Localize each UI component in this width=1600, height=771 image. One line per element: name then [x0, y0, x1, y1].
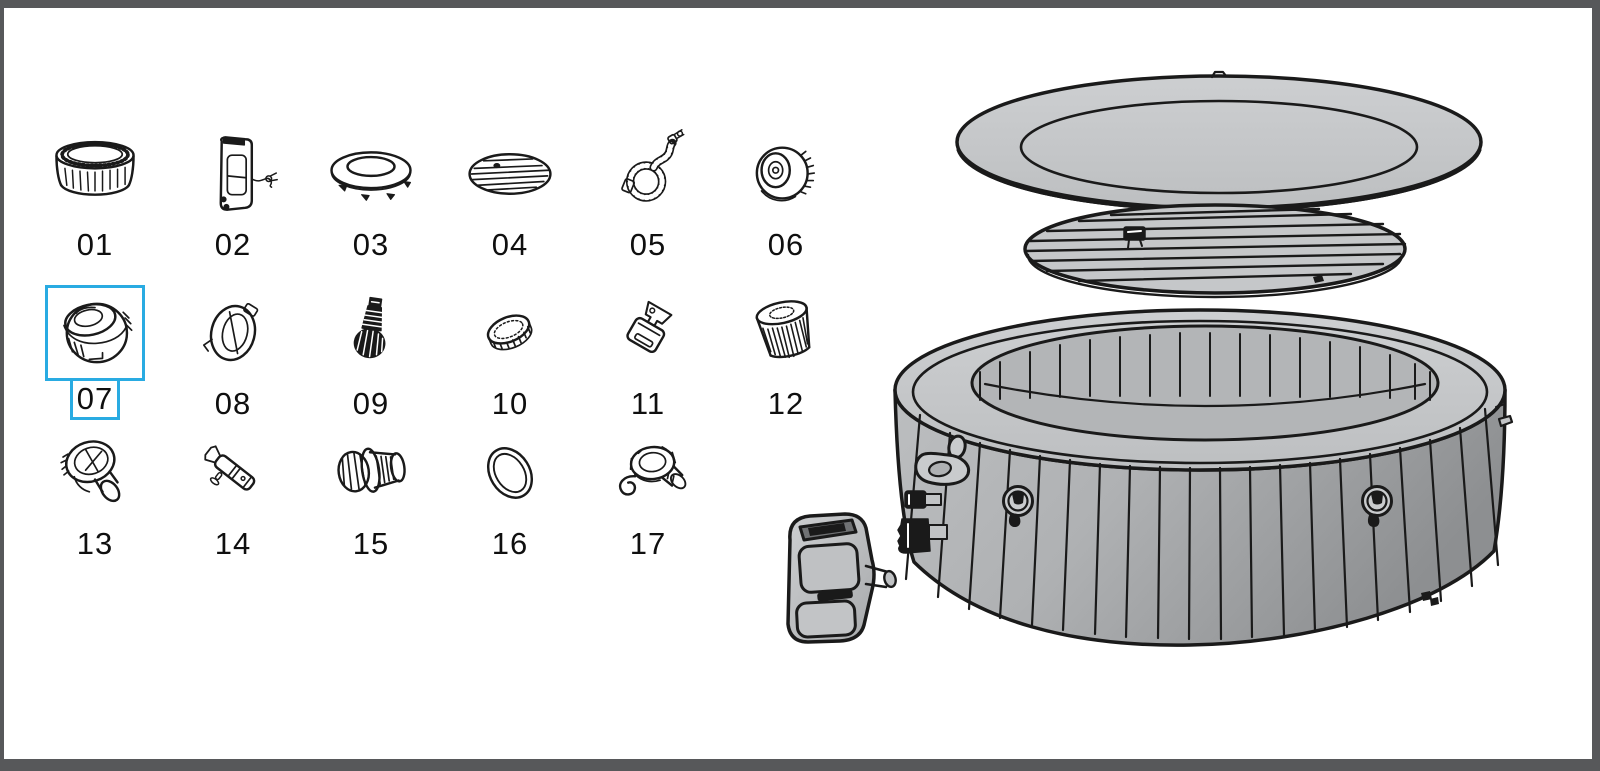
air-valve-knob-left	[1002, 485, 1034, 527]
part-item-15[interactable]: 15	[302, 425, 440, 562]
part-item-13[interactable]: 13	[26, 425, 164, 562]
side-tab	[1497, 414, 1514, 428]
part-08-thumbnail[interactable]	[183, 285, 283, 381]
spa-tub-body	[893, 308, 1514, 647]
buckle-clip-icon	[626, 300, 673, 354]
part-number-label: 17	[629, 526, 667, 561]
wrench-tool-icon	[204, 445, 256, 491]
part-11-thumbnail[interactable]	[598, 285, 698, 381]
drain-fitting	[1421, 591, 1439, 606]
spa-cover-lid	[955, 70, 1483, 212]
threaded-valve-icon	[353, 296, 386, 359]
liner-ring-icon	[55, 140, 135, 196]
part-item-11[interactable]: 11	[579, 285, 717, 422]
part-04-thumbnail[interactable]	[460, 126, 560, 222]
part-item-01[interactable]: 01	[26, 126, 164, 263]
part-item-04[interactable]: 04	[441, 126, 579, 263]
part-number-label: 06	[767, 227, 805, 262]
part-item-02[interactable]: 02	[164, 126, 302, 263]
spa-exploded-view-illustration	[786, 70, 1514, 647]
part-16-thumbnail[interactable]	[460, 425, 560, 521]
part-number-label: 10	[491, 386, 529, 421]
part-01-thumbnail[interactable]	[45, 126, 145, 222]
part-number-label: 02	[214, 227, 252, 262]
hose-connector-upper	[904, 490, 942, 509]
part-item-05[interactable]: 05	[579, 126, 717, 263]
threaded-coupler-icon	[337, 447, 406, 493]
part-12-thumbnail[interactable]	[736, 285, 836, 381]
part-09-thumbnail[interactable]	[321, 285, 421, 381]
inflatable-bladder-mat	[1023, 203, 1407, 299]
part-14-thumbnail[interactable]	[183, 425, 283, 521]
hose-connector-lower	[897, 518, 948, 554]
part-number-label: 11	[630, 386, 666, 421]
part-number-label: 12	[767, 386, 805, 421]
part-number-label: 05	[629, 227, 667, 262]
part-number-label: 16	[491, 526, 529, 561]
part-number-label: 01	[76, 227, 114, 262]
part-03-thumbnail[interactable]	[321, 126, 421, 222]
filter-cartridge-icon	[755, 300, 811, 359]
part-02-thumbnail[interactable]	[183, 126, 283, 222]
diagram-canvas: 01 02 03	[4, 8, 1592, 759]
part-item-03[interactable]: 03	[302, 126, 440, 263]
part-item-17[interactable]: 17	[579, 425, 717, 562]
o-ring-icon	[486, 447, 534, 499]
part-05-thumbnail[interactable]	[598, 126, 698, 222]
part-number-label: 08	[214, 386, 252, 421]
inflatable-lid-ring-icon	[330, 151, 412, 201]
part-item-07[interactable]: 07	[26, 285, 164, 420]
part-number-label: 03	[352, 227, 390, 262]
coiled-hose-icon	[621, 129, 685, 202]
part-17-thumbnail[interactable]	[598, 425, 698, 521]
part-13-thumbnail[interactable]	[45, 425, 145, 521]
elbow-strainer-icon	[60, 440, 121, 503]
part-item-09[interactable]: 09	[302, 285, 440, 422]
part-item-14[interactable]: 14	[164, 425, 302, 562]
part-item-06[interactable]: 06	[717, 126, 855, 263]
clip-latch-icon	[202, 302, 259, 362]
filter-housing-cap-icon	[63, 302, 133, 364]
part-number-label-selected: 07	[70, 381, 120, 420]
part-number-label: 14	[214, 526, 252, 561]
part-number-label: 09	[352, 386, 390, 421]
small-cap-icon	[486, 314, 533, 351]
pump-unit	[786, 512, 897, 644]
part-15-thumbnail[interactable]	[321, 425, 421, 521]
part-item-12[interactable]: 12	[717, 285, 855, 422]
part-number-label: 04	[491, 227, 529, 262]
part-item-16[interactable]: 16	[441, 425, 579, 562]
part-10-thumbnail[interactable]	[460, 285, 560, 381]
air-valve-knob-right	[1361, 485, 1393, 527]
part-item-10[interactable]: 10	[441, 285, 579, 422]
pump-unit-icon	[219, 136, 278, 211]
round-cap-icon	[755, 146, 816, 202]
part-07-thumbnail-selected[interactable]	[45, 285, 145, 381]
inflatable-bladder-icon	[468, 153, 552, 195]
rope-handle	[914, 434, 971, 486]
part-item-08[interactable]: 08	[164, 285, 302, 422]
drain-valve-icon	[618, 445, 687, 496]
part-number-label: 15	[352, 526, 390, 561]
part-number-label: 13	[76, 526, 114, 561]
part-06-thumbnail[interactable]	[736, 126, 836, 222]
